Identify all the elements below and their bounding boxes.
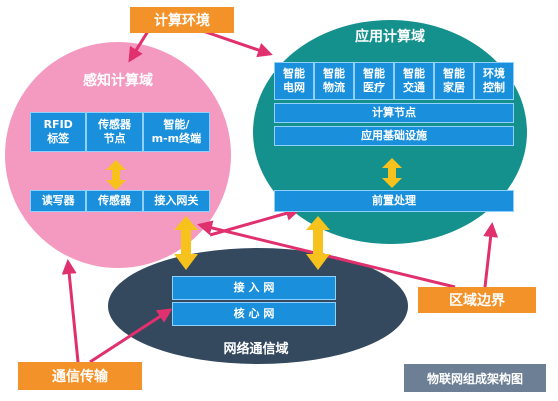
access-gateway-cell: 接入网关 <box>142 190 210 212</box>
access-network-bar: 接 入 网 <box>172 276 336 300</box>
label-region-boundary: 区域边界 <box>418 287 536 313</box>
compute-node-bar: 计算节点 <box>274 103 514 123</box>
arrow-comm-to-net <box>89 308 173 364</box>
double-arrow-app-to-net <box>306 216 330 270</box>
arrow-env-to-app <box>199 28 273 58</box>
application-infrastructure-bar: 应用基础设施 <box>274 126 514 146</box>
app-smart-traffic: 智能 交通 <box>394 62 434 100</box>
preprocess-bar: 前置处理 <box>274 190 514 212</box>
core-network-bar: 核 心 网 <box>172 302 336 326</box>
arrow-boundary-to-app <box>483 222 499 288</box>
application-apps-row: 智能 电网 智能 物流 智能 医疗 智能 交通 智能 家居 环境 控制 <box>274 62 514 100</box>
sensor-cell: 传感器 <box>86 190 143 212</box>
sensor-node-cell: 传感器 节点 <box>86 112 143 152</box>
diagram-caption: 物联网组成架构图 <box>404 364 546 392</box>
double-arrow-app-inner <box>382 158 402 188</box>
double-arrow-sense-to-net <box>174 216 198 270</box>
app-smart-medical: 智能 医疗 <box>354 62 394 100</box>
double-arrow-sense-inner <box>106 160 126 190</box>
rfid-tag-cell: RFID 标签 <box>30 112 87 152</box>
sensing-domain-title: 感知计算域 <box>83 73 153 89</box>
smart-m2m-terminal-cell: 智能/ m-m终端 <box>142 112 210 152</box>
app-smart-home: 智能 家居 <box>434 62 474 100</box>
label-compute-environment: 计算环境 <box>130 7 234 33</box>
label-communication-transport: 通信传输 <box>18 362 142 390</box>
network-domain-title: 网络通信域 <box>223 342 289 357</box>
reader-cell: 读写器 <box>30 190 87 212</box>
arrow-env-to-sense <box>128 27 152 63</box>
arrow-comm-to-sense <box>61 259 80 363</box>
app-smart-grid: 智能 电网 <box>274 62 314 100</box>
sensing-bottom-row: 读写器 传感器 接入网关 <box>30 190 210 212</box>
sensing-top-row: RFID 标签 传感器 节点 智能/ m-m终端 <box>30 112 210 152</box>
app-smart-logistics: 智能 物流 <box>314 62 354 100</box>
app-environment-control: 环境 控制 <box>474 62 514 100</box>
application-domain-title: 应用计算域 <box>355 29 425 45</box>
